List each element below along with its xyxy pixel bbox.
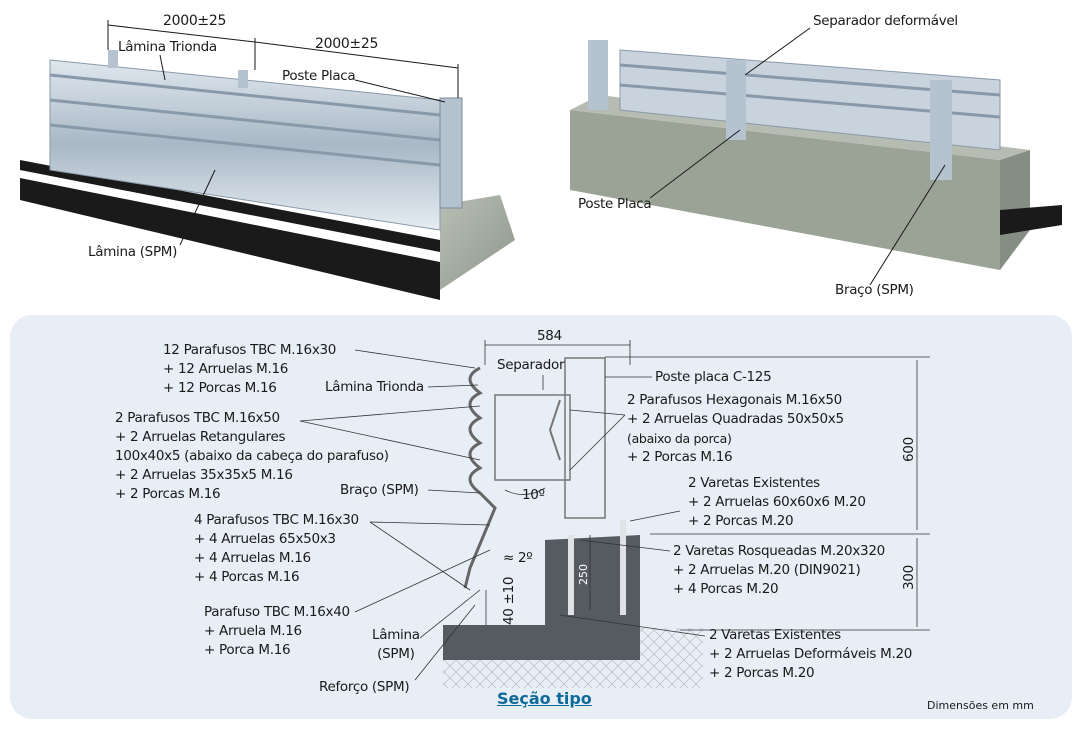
label-lamina-trionda-top: Lâmina Trionda	[118, 39, 217, 55]
callout-line: 2 Varetas Existentes	[688, 475, 820, 491]
callout-line: (SPM)	[377, 646, 415, 662]
callout-line: (abaixo da porca)	[627, 431, 732, 446]
callout-line: + 2 Arruelas M.20 (DIN9021)	[673, 562, 861, 578]
callout-bolts-2-tbc: 2 Parafusos TBC M.16x50 + 2 Arruelas Ret…	[115, 409, 389, 504]
label-reforco: Reforço (SPM)	[319, 679, 410, 695]
callout-line: + 2 Arruelas Quadradas 50x50x5	[627, 411, 844, 427]
angle-10: 10º	[522, 487, 545, 503]
dimension-250: 250	[577, 564, 590, 585]
callout-rods-threaded: 2 Varetas Rosqueadas M.20x320 + 2 Arruel…	[673, 542, 885, 599]
callout-line: Lâmina	[372, 627, 420, 643]
callout-rods-existing-bottom: 2 Varetas Existentes + 2 Arruelas Deform…	[709, 626, 912, 683]
label-poste-placa: Poste placa C-125	[655, 369, 772, 385]
callout-bolts-hex: 2 Parafusos Hexagonais M.16x50 + 2 Arrue…	[627, 391, 844, 467]
dimension-label-1: 2000±25	[163, 13, 227, 29]
illustration-left	[20, 20, 515, 300]
label-lamina-spm-top: Lâmina (SPM)	[88, 244, 178, 260]
callout-line: 12 Parafusos TBC M.16x30	[163, 342, 337, 358]
units-note: Dimensões em mm	[927, 699, 1034, 712]
callout-line: + 4 Porcas M.16	[194, 569, 300, 585]
callout-line: Parafuso TBC M.16x40	[204, 604, 350, 620]
callout-line: + 4 Arruelas 65x50x3	[194, 531, 336, 547]
callout-line: + 4 Arruelas M.16	[194, 550, 311, 566]
callout-line: + 12 Porcas M.16	[163, 380, 277, 396]
dimension-584: 584	[537, 328, 562, 344]
label-lamina-trionda: Lâmina Trionda	[325, 379, 424, 395]
callout-line: + 4 Porcas M.20	[673, 581, 779, 597]
callout-line: 2 Parafusos Hexagonais M.16x50	[627, 392, 842, 408]
section-title: Seção tipo	[497, 689, 592, 708]
callout-line: 2 Varetas Existentes	[709, 627, 841, 643]
callout-bolt-1: Parafuso TBC M.16x40 + Arruela M.16 + Po…	[204, 603, 350, 660]
callout-bolts-4: 4 Parafusos TBC M.16x30 + 4 Arruelas 65x…	[194, 511, 359, 587]
callout-bolts-12: 12 Parafusos TBC M.16x30 + 12 Arruelas M…	[163, 341, 336, 398]
callout-line: + 2 Porcas M.16	[115, 486, 221, 502]
label-separador-deformavel: Separador deformável	[813, 13, 958, 29]
callout-line: + 2 Porcas M.20	[688, 513, 794, 529]
label-poste-placa-left: Poste Placa	[282, 68, 356, 84]
dimension-label-2: 2000±25	[315, 36, 379, 52]
callout-line: + 2 Arruelas Deformáveis M.20	[709, 646, 913, 662]
dimension-600: 600	[901, 437, 917, 462]
callout-line: 4 Parafusos TBC M.16x30	[194, 512, 359, 528]
callout-line: 100x40x5 (abaixo da cabeça do parafuso)	[115, 448, 389, 464]
label-braco-right: Braço (SPM)	[835, 282, 914, 298]
callout-line: 2 Parafusos TBC M.16x50	[115, 410, 280, 426]
label-poste-placa-right: Poste Placa	[578, 196, 652, 212]
callout-line: + 2 Porcas M.16	[627, 449, 733, 465]
label-braco: Braço (SPM)	[340, 482, 419, 498]
dimension-300: 300	[901, 565, 917, 590]
callout-line: 2 Varetas Rosqueadas M.20x320	[673, 543, 885, 559]
callout-line: + 2 Porcas M.20	[709, 665, 815, 681]
callout-line: + 2 Arruelas 60x60x6 M.20	[688, 494, 866, 510]
label-lamina-spm: Lâmina (SPM)	[372, 626, 420, 664]
callout-line: + Arruela M.16	[204, 623, 302, 639]
callout-rods-existing-top: 2 Varetas Existentes + 2 Arruelas 60x60x…	[688, 474, 866, 531]
callout-line: + 2 Arruelas Retangulares	[115, 429, 286, 445]
label-separador: Separador	[497, 357, 565, 373]
angle-2: ≈ 2º	[503, 550, 533, 566]
callout-line: + 12 Arruelas M.16	[163, 361, 289, 377]
dimension-40: 40 ±10	[501, 576, 517, 625]
callout-line: + 2 Arruelas 35x35x5 M.16	[115, 467, 293, 483]
callout-line: + Porca M.16	[204, 642, 291, 658]
